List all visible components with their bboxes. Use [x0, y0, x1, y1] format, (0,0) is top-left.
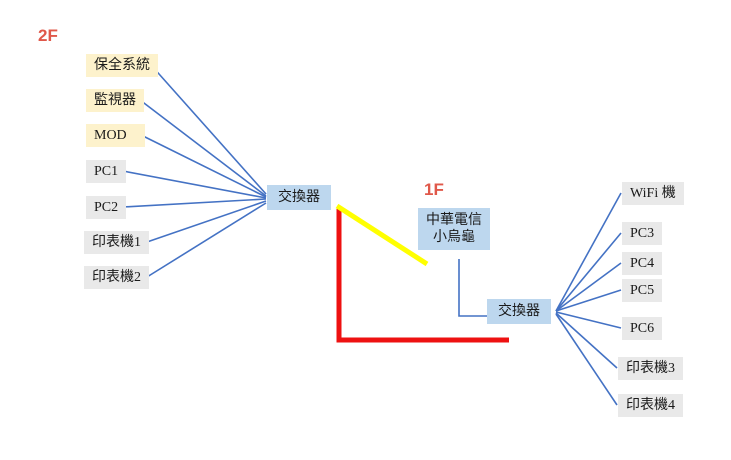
node-modem: 中華電信 小烏龜	[418, 208, 490, 250]
modem-line1: 中華電信	[426, 213, 482, 228]
link-switch1f-to-printer3	[555, 312, 618, 369]
link-mod-to-switch2f	[140, 134, 267, 198]
node-printer4: 印表機4	[618, 394, 683, 417]
link-pc2-to-switch2f	[122, 198, 267, 208]
link-yellow-uplink	[335, 203, 429, 267]
node-pc3: PC3	[622, 222, 663, 245]
node-pc5: PC5	[622, 279, 663, 302]
node-pc1: PC1	[86, 160, 127, 183]
floor-label-1f: 1F	[424, 180, 444, 199]
link-switch1f-to-pc3	[555, 232, 622, 312]
node-pc4: PC4	[622, 252, 663, 275]
link-switch1f-to-pc6	[555, 311, 622, 329]
switch-1f: 交換器	[487, 299, 551, 324]
link-modem-to-switch1f	[458, 259, 487, 317]
link-monitor-to-switch2f	[139, 99, 267, 197]
link-switch1f-to-printer4	[555, 313, 618, 406]
node-pc2: PC2	[86, 196, 127, 219]
node-printer2: 印表機2	[84, 266, 149, 289]
switch-2f: 交換器	[267, 185, 331, 210]
node-mod: MOD	[86, 124, 145, 147]
link-printer2-to-switch2f	[146, 202, 267, 278]
link-red-trunk	[336, 209, 509, 343]
node-printer3: 印表機3	[618, 357, 683, 380]
node-wifi: WiFi 機	[622, 182, 684, 205]
link-switch1f-to-wifi	[555, 192, 622, 312]
link-switch1f-to-pc4	[555, 262, 622, 312]
link-security-to-switch2f	[150, 64, 267, 195]
node-pc6: PC6	[622, 317, 663, 340]
node-monitor: 監視器	[86, 89, 144, 112]
node-printer1: 印表機1	[84, 231, 149, 254]
modem-line2: 小烏龜	[433, 230, 475, 245]
floor-label-2f: 2F	[38, 26, 58, 45]
node-security-system: 保全系統	[86, 54, 158, 77]
link-switch1f-to-pc5	[555, 289, 622, 312]
link-printer1-to-switch2f	[146, 200, 267, 243]
link-pc1-to-switch2f	[122, 170, 267, 199]
